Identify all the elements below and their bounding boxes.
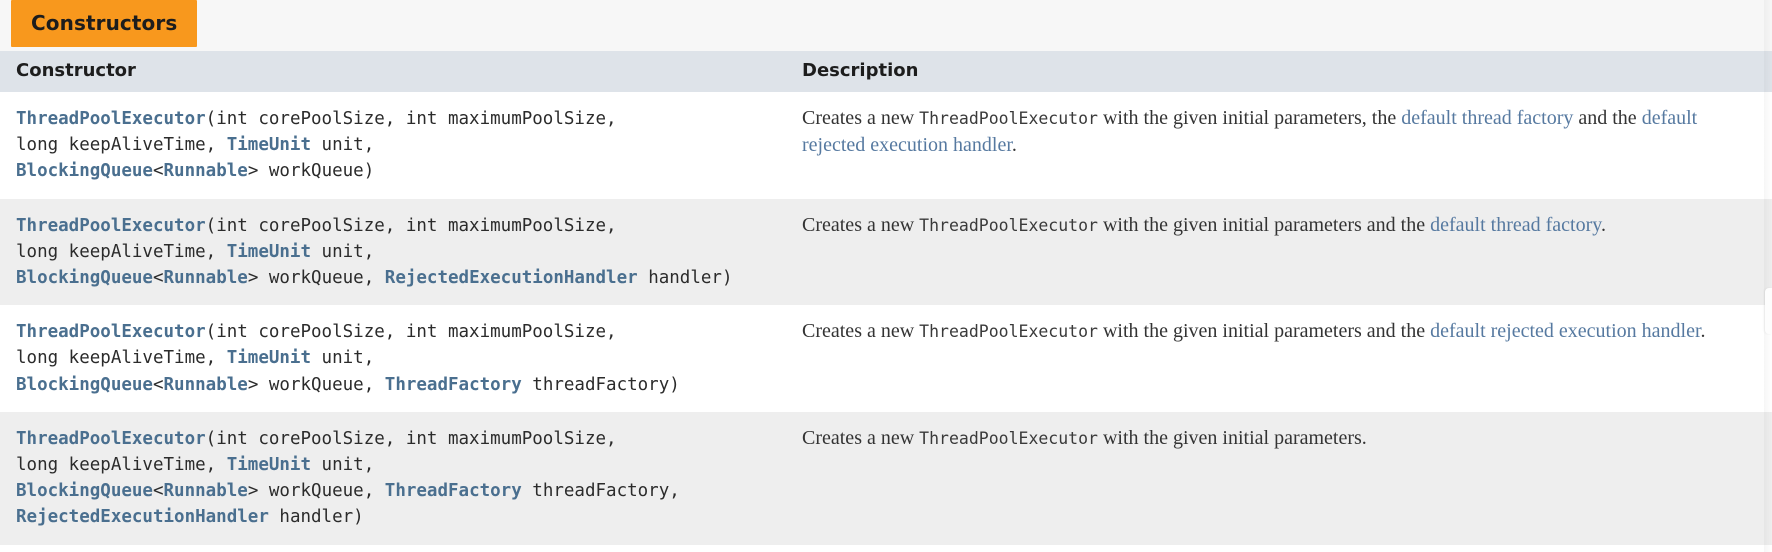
signature-line: ThreadPoolExecutor(int corePoolSize, int… (16, 426, 780, 452)
type-link[interactable]: TimeUnit (226, 348, 312, 369)
signature-text: > workQueue, (247, 481, 385, 502)
signature-text: < (152, 161, 164, 182)
constructor-signature-cell: ThreadPoolExecutor(int corePoolSize, int… (0, 305, 790, 412)
description-code: ThreadPoolExecutor (919, 428, 1098, 448)
table-row: ThreadPoolExecutor(int corePoolSize, int… (0, 92, 1772, 199)
signature-text: handler) (637, 268, 733, 289)
description-text: and the (1573, 107, 1642, 129)
description-text: Creates a new (802, 213, 920, 236)
type-link[interactable]: ThreadPoolExecutor (16, 428, 206, 449)
description-link[interactable]: default rejected execution handler (1430, 320, 1701, 343)
signature-text: unit, (311, 241, 375, 262)
description-code: ThreadPoolExecutor (919, 109, 1098, 128)
type-link[interactable]: BlockingQueue (16, 268, 153, 289)
signature-line: BlockingQueue<Runnable> workQueue, Rejec… (16, 265, 780, 291)
signature-text: < (152, 481, 164, 502)
section-tab-strip: Constructors (0, 0, 1772, 51)
description-text: Creates a new (802, 320, 920, 343)
table-body: ThreadPoolExecutor(int corePoolSize, int… (0, 92, 1772, 545)
signature-line: ThreadPoolExecutor(int corePoolSize, int… (16, 213, 780, 239)
type-link[interactable]: RejectedExecutionHandler (16, 507, 269, 528)
signature-text: long keepAliveTime, (16, 241, 227, 262)
description-cell: Creates a new ThreadPoolExecutor with th… (790, 305, 1772, 412)
type-link[interactable]: Runnable (163, 481, 248, 502)
type-link[interactable]: TimeUnit (226, 241, 312, 262)
signature-text: > workQueue, (247, 268, 385, 289)
description-text: . (1700, 320, 1706, 343)
type-link[interactable]: BlockingQueue (16, 161, 153, 182)
signature-text: (int corePoolSize, int maximumPoolSize, (205, 428, 617, 449)
constructor-signature-cell: ThreadPoolExecutor(int corePoolSize, int… (0, 198, 790, 306)
signature-text: unit, (311, 455, 375, 476)
description-text: . (1011, 134, 1017, 157)
signature-line: long keepAliveTime, TimeUnit unit, (16, 345, 780, 371)
signature-text: > workQueue) (247, 161, 375, 182)
signature-line: ThreadPoolExecutor(int corePoolSize, int… (16, 106, 780, 132)
type-link[interactable]: Runnable (163, 161, 248, 182)
description-text: with the given initial parameters and th… (1097, 213, 1431, 236)
description-text: with the given initial parameters. (1097, 426, 1367, 449)
signature-text: long keepAliveTime, (16, 135, 227, 156)
signature-text: < (152, 268, 164, 289)
signature-line: RejectedExecutionHandler handler) (16, 504, 780, 530)
signature-text: long keepAliveTime, (16, 455, 227, 476)
type-link[interactable]: ThreadPoolExecutor (16, 109, 206, 129)
type-link[interactable]: RejectedExecutionHandler (384, 268, 638, 289)
constructor-signature-cell: ThreadPoolExecutor(int corePoolSize, int… (0, 411, 790, 545)
column-header-constructor: Constructor (0, 51, 790, 92)
description-text: with the given initial parameters and th… (1097, 320, 1431, 343)
signature-text: (int corePoolSize, int maximumPoolSize, (205, 215, 617, 236)
signature-text: (int corePoolSize, int maximumPoolSize, (205, 109, 617, 129)
signature-text: handler) (268, 507, 364, 528)
signature-text: threadFactory) (521, 374, 680, 395)
type-link[interactable]: Runnable (163, 374, 248, 395)
description-link[interactable]: default thread factory (1401, 107, 1574, 129)
type-link[interactable]: TimeUnit (226, 135, 312, 156)
table-row: ThreadPoolExecutor(int corePoolSize, int… (0, 411, 1772, 545)
type-link[interactable]: ThreadPoolExecutor (16, 322, 206, 343)
signature-text: < (152, 374, 164, 395)
signature-text: unit, (311, 135, 375, 156)
table-header-row: Constructor Description (0, 51, 1772, 92)
constructor-signature-cell: ThreadPoolExecutor(int corePoolSize, int… (0, 92, 790, 199)
description-cell: Creates a new ThreadPoolExecutor with th… (790, 92, 1772, 199)
constructors-table: Constructor Description ThreadPoolExecut… (0, 51, 1772, 545)
signature-line: long keepAliveTime, TimeUnit unit, (16, 452, 780, 478)
type-link[interactable]: BlockingQueue (16, 481, 153, 502)
description-text: Creates a new (802, 426, 920, 449)
signature-text: unit, (311, 348, 375, 369)
signature-text: long keepAliveTime, (16, 348, 227, 369)
signature-text: (int corePoolSize, int maximumPoolSize, (205, 322, 617, 343)
signature-line: BlockingQueue<Runnable> workQueue) (16, 158, 780, 184)
type-link[interactable]: TimeUnit (226, 455, 312, 476)
description-code: ThreadPoolExecutor (919, 215, 1098, 235)
type-link[interactable]: ThreadFactory (384, 374, 522, 395)
column-header-description: Description (790, 51, 1772, 92)
table-row: ThreadPoolExecutor(int corePoolSize, int… (0, 305, 1772, 412)
description-cell: Creates a new ThreadPoolExecutor with th… (790, 198, 1772, 306)
signature-line: ThreadPoolExecutor(int corePoolSize, int… (16, 319, 780, 345)
tab-constructors[interactable]: Constructors (11, 0, 198, 47)
type-link[interactable]: ThreadPoolExecutor (16, 215, 206, 236)
type-link[interactable]: Runnable (163, 268, 248, 289)
signature-line: BlockingQueue<Runnable> workQueue, Threa… (16, 372, 780, 398)
signature-text: > workQueue, (247, 374, 385, 395)
description-link[interactable]: default thread factory (1430, 213, 1601, 236)
description-cell: Creates a new ThreadPoolExecutor with th… (790, 411, 1772, 545)
signature-line: long keepAliveTime, TimeUnit unit, (16, 239, 780, 265)
signature-line: BlockingQueue<Runnable> workQueue, Threa… (16, 478, 780, 504)
description-text: Creates a new (802, 107, 920, 129)
description-text: . (1600, 213, 1606, 236)
table-row: ThreadPoolExecutor(int corePoolSize, int… (0, 198, 1772, 306)
signature-text: threadFactory, (521, 481, 680, 502)
signature-line: long keepAliveTime, TimeUnit unit, (16, 132, 780, 158)
table-header: Constructor Description (0, 51, 1772, 92)
type-link[interactable]: BlockingQueue (16, 374, 153, 395)
type-link[interactable]: ThreadFactory (384, 481, 522, 502)
description-code: ThreadPoolExecutor (919, 322, 1098, 342)
description-link[interactable]: default rejected execution handler (802, 107, 1698, 157)
description-text: with the given initial parameters, the (1097, 107, 1402, 129)
